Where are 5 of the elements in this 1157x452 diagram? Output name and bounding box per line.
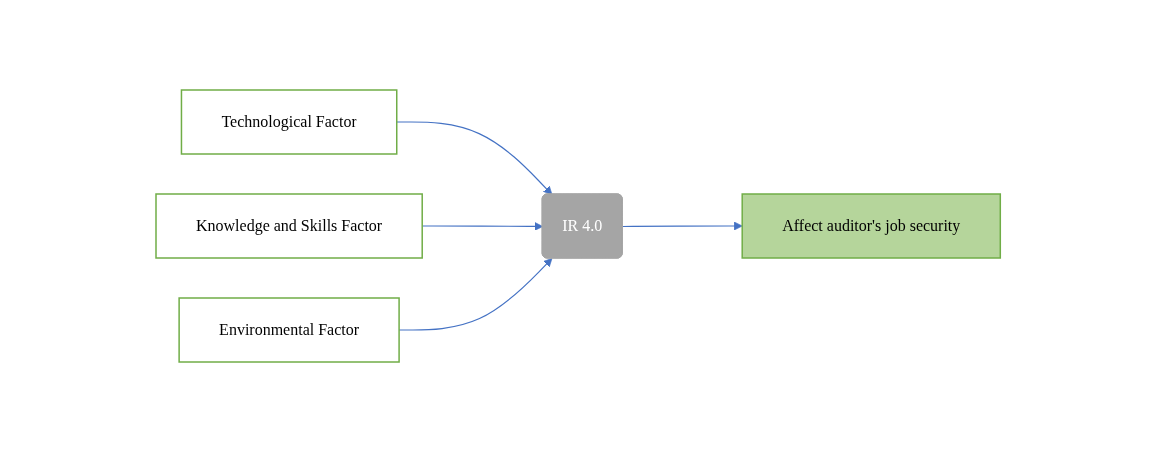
node-box: Knowledge and Skills Factor [155,193,424,259]
arrow [622,221,743,231]
node-box: Technological Factor [181,89,398,155]
node-box: Environmental Factor [178,297,401,363]
node-box: Affect auditor's job security [741,193,1002,259]
